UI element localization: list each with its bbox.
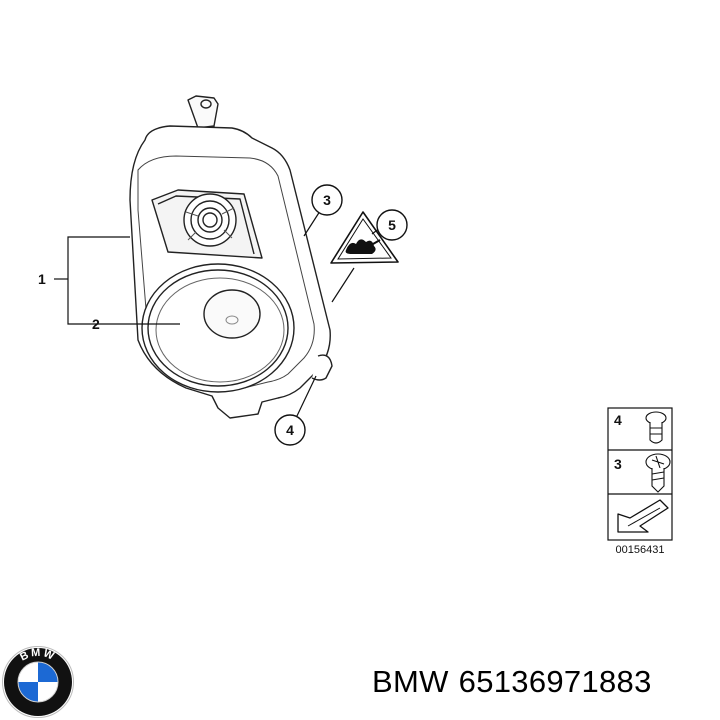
svg-text:4: 4 <box>614 412 622 428</box>
callout-2: 2 <box>92 316 100 332</box>
warning-label-sticker <box>330 211 399 264</box>
svg-text:3: 3 <box>614 456 622 472</box>
callout-3: 3 <box>311 184 343 216</box>
diagram-reference-number: 00156431 <box>616 544 665 556</box>
callout-5: 5 <box>376 209 408 241</box>
svg-text:2: 2 <box>92 316 100 332</box>
callout-1: 1 <box>38 271 46 287</box>
svg-text:5: 5 <box>388 217 396 233</box>
svg-text:4: 4 <box>286 422 294 438</box>
direction-arrow-icon <box>617 499 669 533</box>
speaker-housing <box>129 95 333 419</box>
screw-icon <box>645 453 671 493</box>
brand-part-label: BMW 65136971883 <box>372 664 662 700</box>
part-number: 65136971883 <box>458 664 652 699</box>
bmw-logo: BMW <box>2 646 74 718</box>
fastener-legend: 4 3 00156431 <box>607 407 673 556</box>
svg-text:1: 1 <box>38 271 46 287</box>
callout-4: 4 <box>274 414 306 446</box>
svg-text:BMW: BMW <box>18 647 57 664</box>
leader-lines <box>54 207 381 419</box>
svg-text:3: 3 <box>323 192 331 208</box>
brand-name: BMW <box>372 664 449 699</box>
plastic-rivet-icon <box>645 411 667 444</box>
